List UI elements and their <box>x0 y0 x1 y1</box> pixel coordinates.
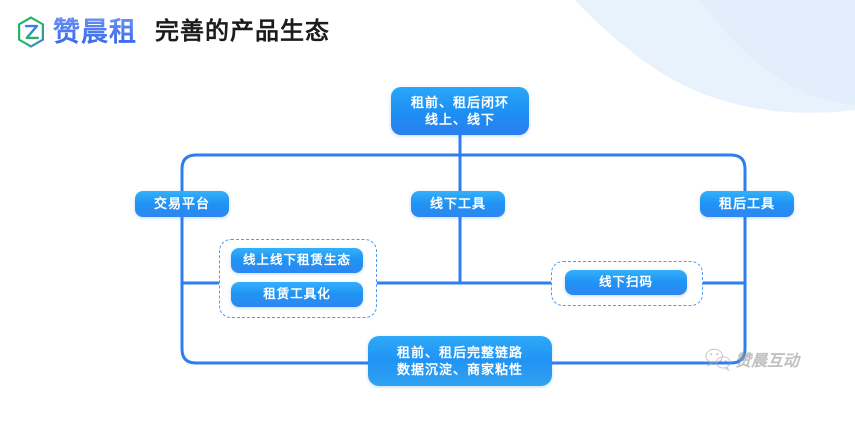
node-trading-platform[interactable]: 交易平台 <box>135 191 229 217</box>
brand-name: 赞晨租 <box>53 17 137 47</box>
diagram-connectors <box>180 135 747 365</box>
node-post-rental-tools[interactable]: 租后工具 <box>700 191 794 217</box>
node-offline-qr-scan[interactable]: 线下扫码 <box>565 270 687 295</box>
node-full-chain-data[interactable]: 租前、租后完整链路 数据沉淀、商家粘性 <box>368 336 552 386</box>
wechat-icon <box>705 348 731 371</box>
page-title: 完善的产品生态 <box>155 18 330 45</box>
hexagon-z-logo-icon <box>17 16 45 48</box>
node-closed-loop[interactable]: 租前、租后闭环 线上、线下 <box>391 87 529 135</box>
node-offline-tools[interactable]: 线下工具 <box>411 191 505 217</box>
product-ecosystem-diagram: 租前、租后闭环 线上、线下 交易平台 线下工具 租后工具 线上线下租赁生态 租赁… <box>0 60 855 432</box>
slide-header: 赞晨租 完善的产品生态 <box>14 10 330 54</box>
watermark-text: 赞晨互动 <box>735 353 800 370</box>
node-online-offline-rental-ecosystem[interactable]: 线上线下租赁生态 <box>231 248 363 273</box>
watermark: 赞晨互动 <box>703 347 799 371</box>
node-rental-toolization[interactable]: 租赁工具化 <box>231 282 363 307</box>
